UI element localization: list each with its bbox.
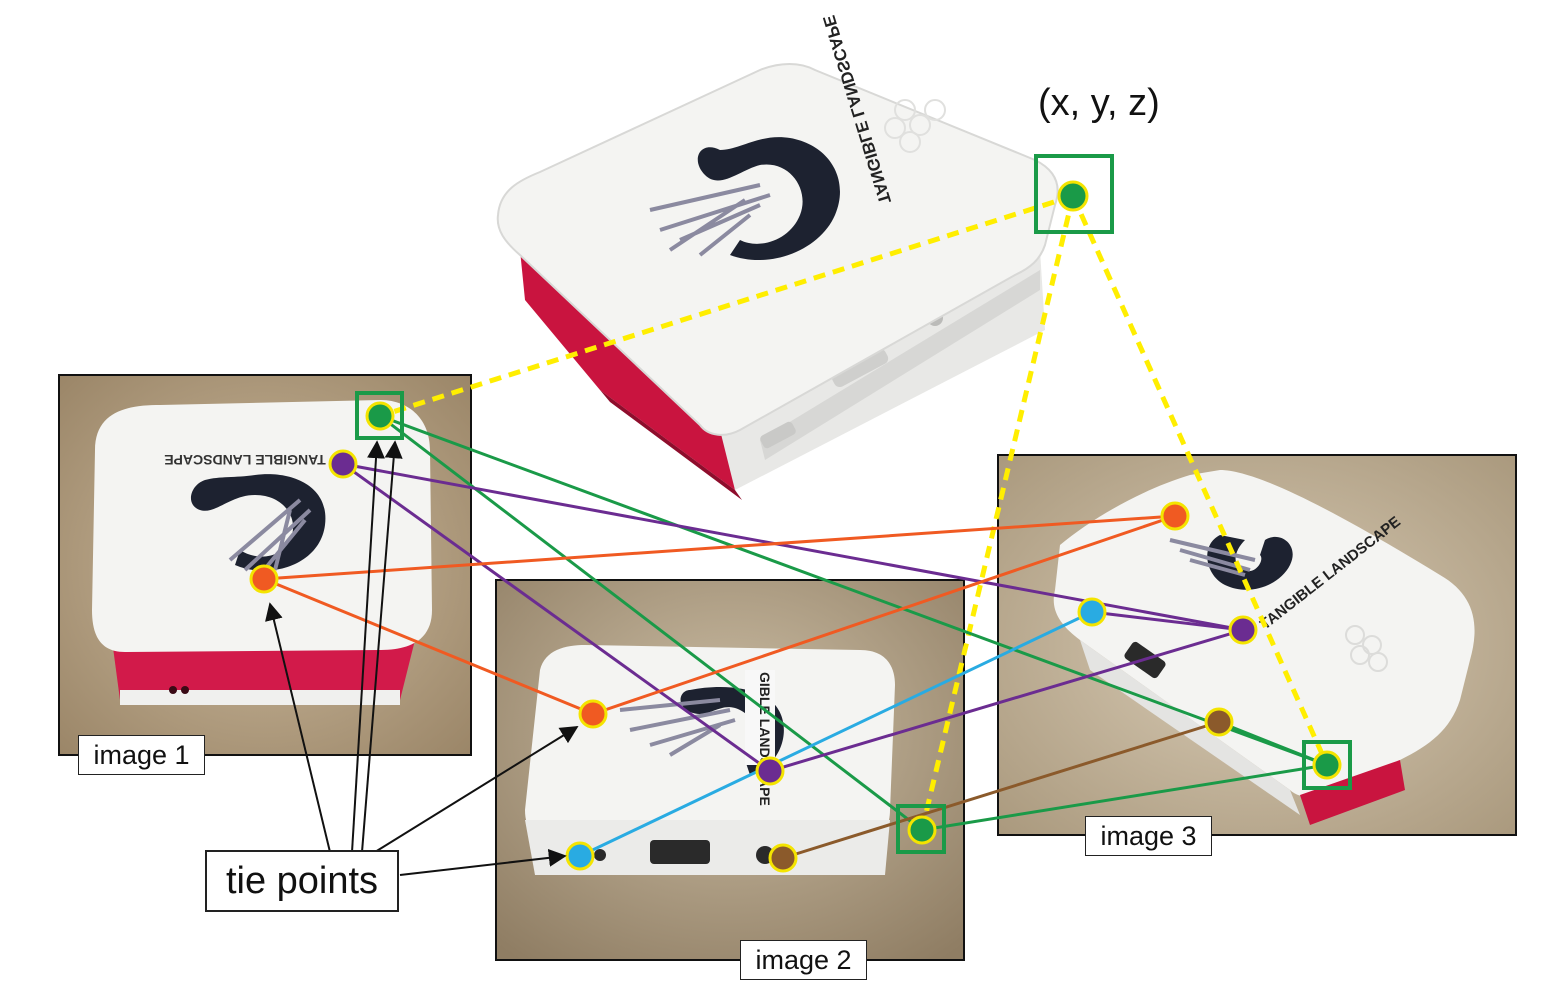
projection-lines (379, 193, 1330, 831)
tie-line-orange-2-3 (592, 514, 1176, 716)
tie-line-green-2-3 (921, 763, 1328, 832)
tie-point-circle-icon (1160, 501, 1190, 531)
arrowhead-icon (351, 440, 385, 853)
tie-point-circle-icon (768, 843, 798, 873)
tie-points-label: tie points (205, 850, 399, 912)
image-1-label: image 1 (78, 735, 205, 775)
tie-line-orange-1-2 (263, 577, 594, 716)
arrowhead-icon (265, 602, 331, 853)
tie-point-circle-icon (249, 564, 279, 594)
svg-text:TANGIBLE LANDSCAPE: TANGIBLE LANDSCAPE (164, 452, 326, 468)
tie-line-orange-1-3 (263, 514, 1176, 581)
tie-point-circle-icon (907, 815, 937, 845)
tie-line-purple-2-3 (769, 628, 1244, 773)
tie-point-circle-icon (328, 449, 358, 479)
arrowhead-icon (361, 440, 403, 853)
arrowhead-icon (374, 726, 579, 853)
tie-point-circle-icon (578, 699, 608, 729)
tie-line-green-1-2 (379, 414, 923, 832)
highlight-boxes (355, 154, 1352, 854)
svg-text:GIBLE LANDSCAPE: GIBLE LANDSCAPE (757, 672, 773, 806)
arrowhead-icon (399, 848, 567, 876)
tie-line-purple-1-2 (342, 462, 771, 773)
tie-line-blue-2-3 (579, 610, 1093, 858)
image-3-label: image 3 (1085, 816, 1212, 856)
coordinate-label: (x, y, z) (1038, 82, 1160, 124)
highlight-box-image-1 (355, 391, 404, 440)
tie-line-brown-green-3 (1218, 720, 1328, 767)
projection-line-image-2 (919, 195, 1076, 831)
tie-point-circle-icon (1228, 615, 1258, 645)
tie-line-brown-2-3 (782, 720, 1220, 860)
highlight-box-image-2 (896, 804, 946, 854)
tie-point-markers (249, 180, 1342, 873)
tie-lines (263, 414, 1328, 860)
photo-image-3: TANGIBLE LANDSCAPE (997, 454, 1517, 836)
tie-point-circle-icon (565, 841, 595, 871)
tie-point-circle-icon (1312, 750, 1342, 780)
tie-line-green-1-3 (379, 414, 1328, 767)
image-2-label: image 2 (740, 940, 867, 980)
highlight-box-image-3 (1302, 740, 1352, 790)
tie-point-circle-icon (1077, 597, 1107, 627)
tie-point-circle-icon (1204, 707, 1234, 737)
projection-line-image-1 (379, 193, 1074, 419)
tie-point-circle-icon (365, 401, 395, 431)
photo-image-2: GIBLE LANDSCAPE (495, 579, 965, 961)
tie-point-circle-icon (1057, 180, 1089, 212)
tie-line-blue-3-3 (1091, 610, 1244, 632)
projection-line-image-3 (1070, 194, 1330, 767)
tie-point-arrows (265, 440, 579, 876)
object-3d-case: TANGIBLE LANDSCAPE (496, 13, 1059, 500)
tie-point-circle-icon (755, 756, 785, 786)
highlight-box-3d-point (1034, 154, 1114, 234)
